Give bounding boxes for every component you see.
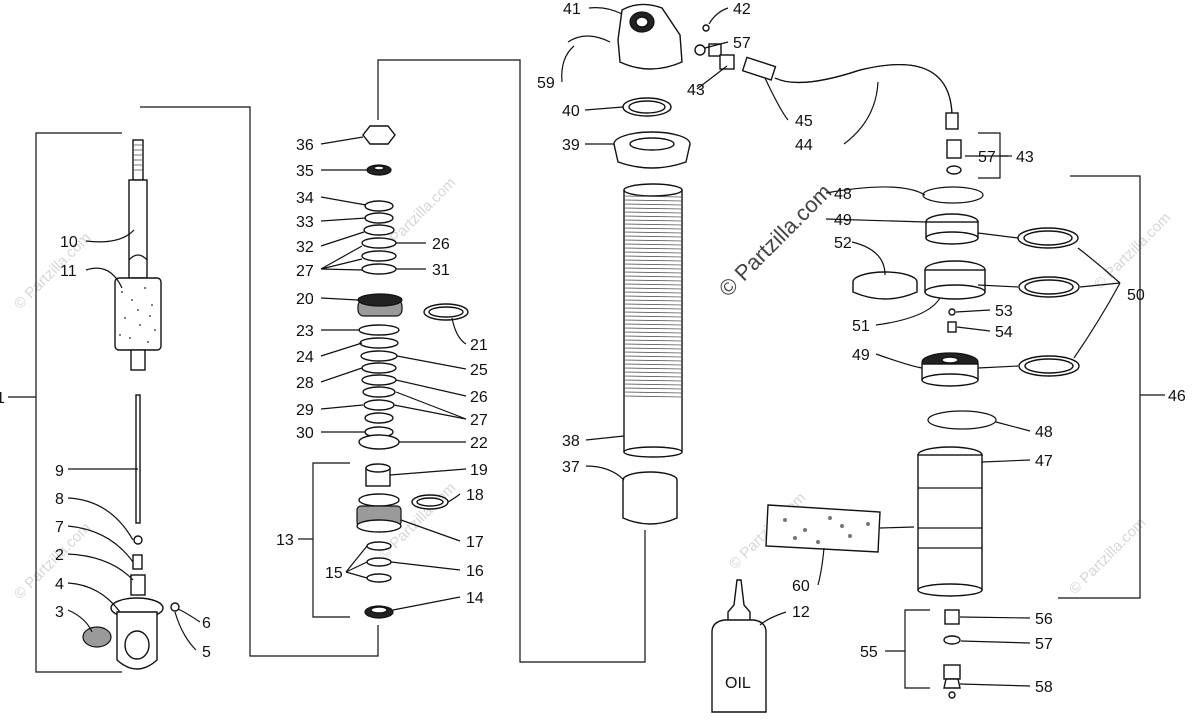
- part-label-49: 49: [834, 212, 852, 229]
- part-label-8: 8: [55, 491, 64, 508]
- watermark: © Partzilla.com: [1091, 209, 1174, 292]
- part-label-58: 58: [1035, 679, 1053, 696]
- part-label-26: 26: [432, 236, 450, 253]
- part-label-18: 18: [466, 487, 484, 504]
- part-label-46: 46: [1168, 388, 1186, 405]
- part-label-38: 38: [562, 433, 580, 450]
- part-label-48: 48: [834, 186, 852, 203]
- part-label-35: 35: [296, 163, 314, 180]
- part-label-11: 11: [60, 263, 77, 280]
- part-label-20: 20: [296, 291, 314, 308]
- part-label-13: 13: [276, 532, 294, 549]
- part-label-47: 47: [1035, 453, 1053, 470]
- part-label-45: 45: [795, 113, 813, 130]
- part-label-17: 17: [466, 534, 484, 551]
- watermark: © Partzilla.com: [1066, 514, 1149, 597]
- part-label-37: 37: [562, 459, 580, 476]
- part-label-14: 14: [466, 590, 484, 607]
- part-label-57: 57: [733, 35, 751, 52]
- part-label-55: 55: [860, 644, 878, 661]
- part-label-36: 36: [296, 137, 314, 154]
- part-label-44: 44: [795, 137, 813, 154]
- part-label-4: 4: [55, 576, 64, 593]
- part-label-16: 16: [466, 563, 484, 580]
- part-label-22: 22: [470, 435, 488, 452]
- part-label-23: 23: [296, 323, 314, 340]
- part-label-43: 43: [1016, 149, 1034, 166]
- part-label-19: 19: [470, 462, 488, 479]
- part-label-26: 26: [470, 389, 488, 406]
- part-label-53: 53: [995, 303, 1013, 320]
- part-label-30: 30: [296, 425, 314, 442]
- part-label-10: 10: [60, 234, 78, 251]
- watermark: © Partzilla.com: [11, 519, 94, 602]
- part-label-27: 27: [470, 412, 488, 429]
- part-labels: 1101198724365363534333227263120212324252…: [0, 1, 1186, 696]
- part-label-48: 48: [1035, 424, 1053, 441]
- part-label-50: 50: [1127, 287, 1145, 304]
- part-label-33: 33: [296, 214, 314, 231]
- part-label-12: 12: [792, 604, 810, 621]
- shaft-assembly: [82, 139, 180, 670]
- part-label-24: 24: [296, 349, 314, 366]
- part-label-3: 3: [55, 604, 64, 621]
- part-label-40: 40: [562, 103, 580, 120]
- part-label-25: 25: [470, 362, 488, 379]
- part-label-39: 39: [562, 137, 580, 154]
- part-label-59: 59: [537, 75, 555, 92]
- oil-bottle: OIL: [711, 579, 767, 713]
- part-label-7: 7: [55, 519, 64, 536]
- watermarks: © Partzilla.com © Partzilla.com © Partzi…: [11, 174, 1174, 602]
- part-label-9: 9: [55, 463, 64, 480]
- part-label-41: 41: [563, 1, 581, 18]
- reservoir: [765, 139, 1080, 699]
- part-label-57: 57: [978, 149, 996, 166]
- leader-lines: [67, 7, 1121, 687]
- part-label-56: 56: [1035, 611, 1053, 628]
- part-label-29: 29: [296, 402, 314, 419]
- valve-stack: [356, 125, 469, 619]
- part-label-54: 54: [995, 324, 1013, 341]
- part-label-28: 28: [296, 375, 314, 392]
- spring-body: [567, 3, 959, 525]
- oil-label: OIL: [725, 675, 751, 692]
- part-label-60: 60: [792, 578, 810, 595]
- part-label-34: 34: [296, 190, 314, 207]
- main-watermark: © Partzilla.com: [714, 179, 837, 302]
- part-label-2: 2: [55, 547, 64, 564]
- part-label-6: 6: [202, 615, 211, 632]
- part-label-15: 15: [325, 565, 343, 582]
- part-label-21: 21: [470, 337, 488, 354]
- part-label-27: 27: [296, 263, 314, 280]
- watermark: © Partzilla.com: [11, 229, 94, 312]
- part-label-52: 52: [834, 235, 852, 252]
- part-label-49: 49: [852, 347, 870, 364]
- part-label-42: 42: [733, 1, 751, 18]
- part-label-32: 32: [296, 239, 314, 256]
- part-label-5: 5: [202, 644, 211, 661]
- part-label-57: 57: [1035, 636, 1053, 653]
- part-label-31: 31: [432, 262, 450, 279]
- part-label-1: 1: [0, 390, 5, 407]
- part-label-51: 51: [852, 318, 870, 335]
- part-label-43: 43: [687, 82, 705, 99]
